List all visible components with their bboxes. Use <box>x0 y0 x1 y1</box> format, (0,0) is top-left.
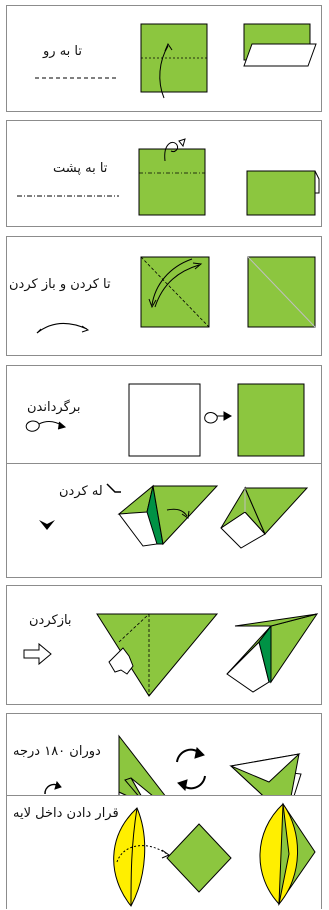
panel-mountain-fold: تا به پشت <box>6 120 322 227</box>
folded-flap <box>244 44 316 66</box>
push-mark-icon <box>107 484 121 492</box>
panel-open-out: بازکردن <box>6 585 322 705</box>
fold-unfold-diagram <box>7 237 323 357</box>
panel-fold-unfold: تا کردن و باز کردن <box>6 236 322 356</box>
mountain-arrowhead-icon <box>179 139 185 146</box>
open-out-diagram <box>7 586 323 706</box>
white-square <box>129 384 200 456</box>
yellow-leaf <box>114 808 145 906</box>
squash-arrow-icon <box>39 520 55 530</box>
folded-rect <box>247 171 315 215</box>
green-diamond <box>167 824 231 892</box>
panel-insert: قرار دادن داخل لایه <box>6 795 322 909</box>
green-square <box>139 149 205 215</box>
flip-arrow-icon <box>205 412 231 423</box>
green-triangle <box>97 614 217 696</box>
fold-unfold-arrow-icon <box>37 323 87 333</box>
turn-over-arrow-icon <box>26 421 65 431</box>
valley-fold-diagram <box>7 6 323 113</box>
rotate-large-icon <box>177 748 205 790</box>
green-body <box>153 486 217 544</box>
squash-fold-diagram <box>7 464 323 579</box>
panel-squash-fold: له کردن <box>6 463 322 578</box>
green-square <box>238 384 304 456</box>
panel-valley-fold: تا به رو <box>6 5 322 112</box>
insert-diagram <box>7 796 323 910</box>
hollow-arrow-icon <box>24 644 51 664</box>
back-flap <box>315 171 319 193</box>
mountain-fold-diagram <box>7 121 323 228</box>
